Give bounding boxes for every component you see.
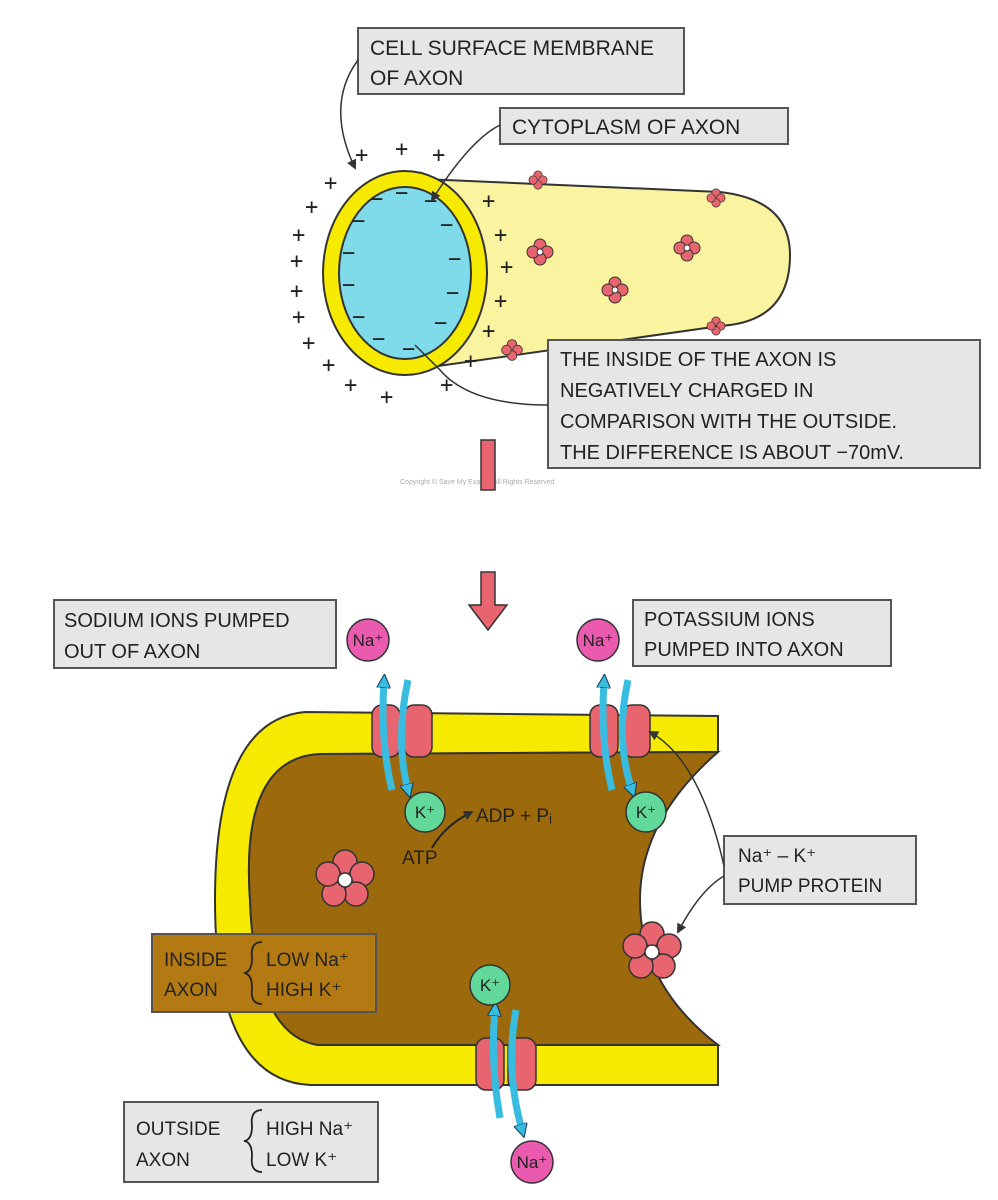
svg-text:−: − (352, 209, 365, 234)
label-cytoplasm: CYTOPLASM OF AXON (499, 107, 789, 145)
inside-axon-box: INSIDE AXON LOW Na⁺ HIGH K⁺ (151, 933, 377, 1013)
free-protein-right (622, 921, 682, 979)
svg-text:PUMP PROTEIN: PUMP PROTEIN (738, 876, 882, 897)
label-membrane-line2: OF AXON (370, 67, 463, 90)
label-charge-line2: NEGATIVELY CHARGED IN (560, 380, 813, 402)
atp-label: ATP (402, 848, 438, 869)
svg-text:PUMPED INTO AXON: PUMPED INTO AXON (644, 639, 844, 661)
free-protein-left (315, 849, 375, 907)
svg-text:+: + (324, 171, 337, 196)
svg-text:+: + (494, 289, 507, 314)
svg-text:+: + (482, 189, 495, 214)
svg-text:+: + (292, 305, 305, 330)
svg-text:OUTSIDE: OUTSIDE (136, 1119, 220, 1140)
label-pump-protein: Na⁺ – K⁺ PUMP PROTEIN (723, 835, 917, 905)
negative-charges: −−− −−− −−− −−− − (342, 181, 461, 362)
copyright-text: Copyright © Save My Exams. All Rights Re… (400, 478, 555, 486)
svg-text:+: + (380, 385, 393, 410)
na-ion-bottom: Na⁺ (510, 1140, 554, 1184)
svg-text:INSIDE: INSIDE (164, 950, 227, 971)
label-charge: THE INSIDE OF THE AXON IS NEGATIVELY CHA… (547, 339, 981, 469)
tube-proteins (501, 170, 726, 361)
atp-arrow (431, 810, 474, 849)
svg-text:+: + (395, 137, 408, 162)
svg-text:−: − (448, 247, 461, 272)
k-ion-bottom: K⁺ (469, 964, 511, 1006)
svg-text:−: − (395, 181, 408, 206)
svg-text:+: + (494, 223, 507, 248)
svg-text:−: − (434, 311, 447, 336)
svg-text:+: + (432, 143, 445, 168)
top-axon: +++ +++ +++ +++ ++ +++ +++ −−− −−− −−− −… (290, 27, 981, 486)
svg-text:+: + (305, 195, 318, 220)
label-membrane: CELL SURFACE MEMBRANE OF AXON (357, 27, 685, 95)
pointer-pump-bottom (677, 875, 725, 934)
svg-text:−: − (342, 273, 355, 298)
svg-text:HIGH K⁺: HIGH K⁺ (266, 980, 341, 1001)
svg-text:+: + (290, 249, 303, 274)
svg-text:K⁺: K⁺ (480, 976, 500, 995)
svg-text:+: + (322, 353, 335, 378)
svg-text:+: + (344, 373, 357, 398)
adp-label: ADP + Pᵢ (476, 806, 552, 827)
label-charge-line3: COMPARISON WITH THE OUTSIDE. (560, 411, 897, 433)
label-cytoplasm-text: CYTOPLASM OF AXON (512, 116, 740, 139)
positive-charges: +++ +++ +++ +++ ++ +++ +++ (290, 137, 513, 410)
pointer-charge (414, 344, 549, 406)
svg-text:−: − (370, 187, 383, 212)
svg-text:+: + (482, 319, 495, 344)
pointer-membrane (339, 59, 359, 170)
pointer-cytoplasm (430, 124, 501, 202)
svg-text:POTASSIUM IONS: POTASSIUM IONS (644, 609, 815, 631)
pointer-pump-top (648, 731, 725, 867)
svg-text:+: + (500, 255, 513, 280)
na-ion-top-right: Na⁺ (576, 618, 620, 662)
svg-text:Na⁺: Na⁺ (517, 1153, 548, 1172)
k-ion-left: K⁺ (404, 791, 446, 833)
svg-text:Na⁺: Na⁺ (583, 631, 614, 650)
cytoplasm-area (338, 186, 472, 360)
svg-text:AXON: AXON (136, 1150, 190, 1171)
bottom-axon: Na⁺ Na⁺ Na⁺ K⁺ K⁺ K⁺ ATP ADP + Pᵢ SOD (53, 599, 917, 1184)
axon-tube (398, 176, 792, 372)
svg-text:K⁺: K⁺ (415, 803, 435, 822)
label-charge-line4: THE DIFFERENCE IS ABOUT −70mV. (560, 442, 904, 464)
svg-text:−: − (372, 327, 385, 352)
svg-text:+: + (302, 331, 315, 356)
svg-text:−: − (446, 281, 459, 306)
svg-text:AXON: AXON (164, 980, 218, 1001)
label-potassium: POTASSIUM IONS PUMPED INTO AXON (632, 599, 892, 667)
svg-text:+: + (355, 143, 368, 168)
svg-text:−: − (402, 337, 415, 362)
svg-text:−: − (342, 241, 355, 266)
svg-text:HIGH Na⁺: HIGH Na⁺ (266, 1119, 353, 1140)
svg-text:SODIUM IONS PUMPED: SODIUM IONS PUMPED (64, 610, 290, 632)
svg-text:LOW Na⁺: LOW Na⁺ (266, 950, 349, 971)
label-charge-line1: THE INSIDE OF THE AXON IS (560, 349, 836, 371)
svg-text:Na⁺: Na⁺ (353, 631, 384, 650)
svg-text:LOW K⁺: LOW K⁺ (266, 1150, 337, 1171)
outside-axon-box: OUTSIDE AXON HIGH Na⁺ LOW K⁺ (123, 1101, 379, 1183)
svg-text:−: − (352, 305, 365, 330)
svg-text:+: + (290, 279, 303, 304)
label-membrane-line1: CELL SURFACE MEMBRANE (370, 37, 654, 60)
svg-text:+: + (292, 223, 305, 248)
svg-text:+: + (464, 349, 477, 374)
svg-text:−: − (440, 213, 453, 238)
transition-arrow (467, 439, 509, 632)
na-ion-top-left: Na⁺ (346, 618, 390, 662)
svg-text:−: − (424, 189, 437, 214)
channel-arrows (383, 680, 632, 1130)
svg-text:Na⁺ – K⁺: Na⁺ – K⁺ (738, 846, 816, 867)
k-ion-right: K⁺ (625, 791, 667, 833)
svg-text:OUT OF AXON: OUT OF AXON (64, 641, 200, 663)
svg-text:K⁺: K⁺ (636, 803, 656, 822)
label-sodium: SODIUM IONS PUMPED OUT OF AXON (53, 599, 337, 669)
